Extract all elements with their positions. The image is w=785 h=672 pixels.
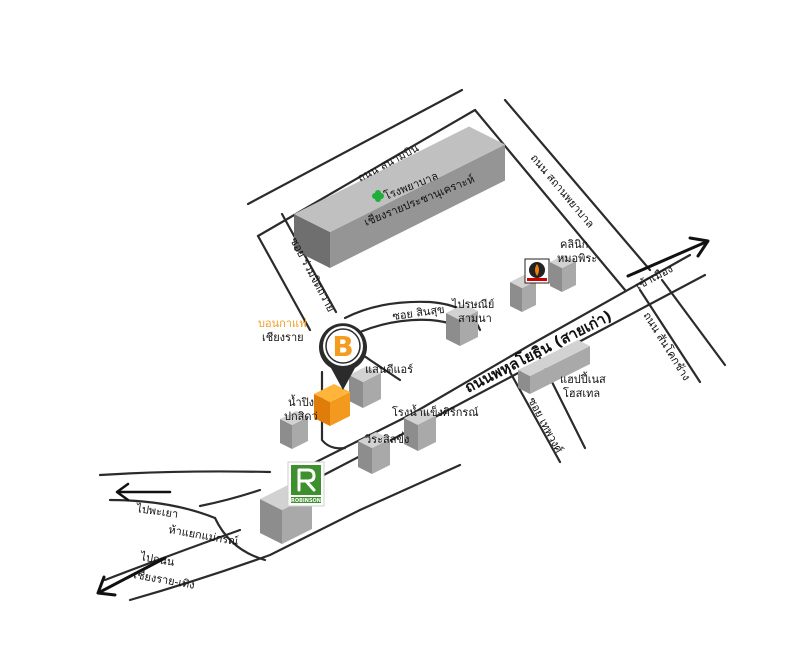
robinson-label: ROBINSON [291, 498, 321, 504]
road-phayao-edge-bottom [108, 498, 217, 520]
label-sandy-air: แสนดีแอร์ [365, 363, 413, 376]
label-to-phayao: ไปพะเยา [135, 502, 179, 521]
road-sankhok-edge-right [660, 278, 727, 367]
building-namping [280, 411, 308, 449]
robinson-logo-icon [287, 461, 325, 507]
road-sankhok-edge-left [638, 288, 702, 384]
hospital-cross-icon [372, 190, 384, 202]
label-happiness-2: โฮสเทล [563, 386, 600, 400]
building-wirasin [358, 432, 390, 474]
labels-layer: ถนน สนามบิน ถนน สถานพยาบาล ซอย ร่วมจิตถว… [132, 141, 693, 591]
label-happiness-1: แฮปปี้เนส [560, 371, 606, 386]
arrows-layer [96, 236, 710, 597]
label-bonkafe-1: บอนกาแฟ [258, 317, 307, 330]
buildings-layer [260, 126, 590, 544]
label-bonkafe-2: เชียงราย [262, 331, 304, 344]
road-thoeng-edge-top [103, 528, 242, 582]
label-ice-factory: โรงน้ำแข็งศิริกรณ์ [392, 404, 479, 419]
label-to-thoeng-2: เชียงราย-เทิง [132, 568, 195, 592]
building-happiness [518, 340, 590, 394]
road-thoeng-edge-bottom [128, 538, 302, 602]
label-wirasin: วีระสิลขิ่ง [364, 431, 409, 446]
marker-letter: B [332, 330, 353, 363]
road-phayao-edge-top [98, 470, 272, 477]
location-marker-icon [319, 323, 367, 390]
arrow-into-town-icon [626, 236, 710, 278]
label-namping-2: ปกสิดว่ [284, 410, 318, 423]
label-road-sathanphayaban: ถนน สถานพยาบาล [528, 152, 597, 231]
road-soi-ruam-edge-left [256, 234, 312, 332]
arrow-to-phayao-icon [115, 482, 172, 502]
label-namping-1: น้ำปิง [288, 394, 314, 409]
building-hospital [294, 126, 505, 268]
label-road-soi-thepwong: ซอย เทพวงศ์ [525, 395, 565, 455]
label-to-thoeng-1: ไปถนน [138, 550, 175, 569]
label-post-office-1: ไปรษณีย์ [451, 298, 494, 311]
arrow-to-thoeng-icon [96, 556, 167, 597]
road-local-loop-2 [320, 370, 347, 450]
road-lower-diag [298, 463, 462, 542]
label-clinic-1: คลินิก [560, 238, 588, 251]
building-clinic [550, 255, 576, 292]
building-sandy-air [349, 366, 381, 408]
building-ice-factory [404, 409, 436, 451]
road-soi-ruam-edge-right [280, 212, 338, 314]
road-sanambin-edge-top [246, 88, 464, 206]
building-post-office [446, 304, 478, 346]
label-post-office-2: สามนา [458, 312, 492, 325]
road-roundabout-left [213, 516, 267, 562]
building-bonkafe [314, 384, 350, 426]
label-ha-yaek: ห้าแยกแม่กรณ์ [167, 523, 239, 548]
label-clinic-2: หมอพิระ [557, 252, 597, 265]
clinic-logo-icon [524, 258, 550, 284]
label-road-sankhok: ถนน สันโคกช้าง [640, 309, 693, 383]
road-sathan-edge-right [503, 98, 652, 272]
road-sathan-edge-left [473, 108, 627, 292]
